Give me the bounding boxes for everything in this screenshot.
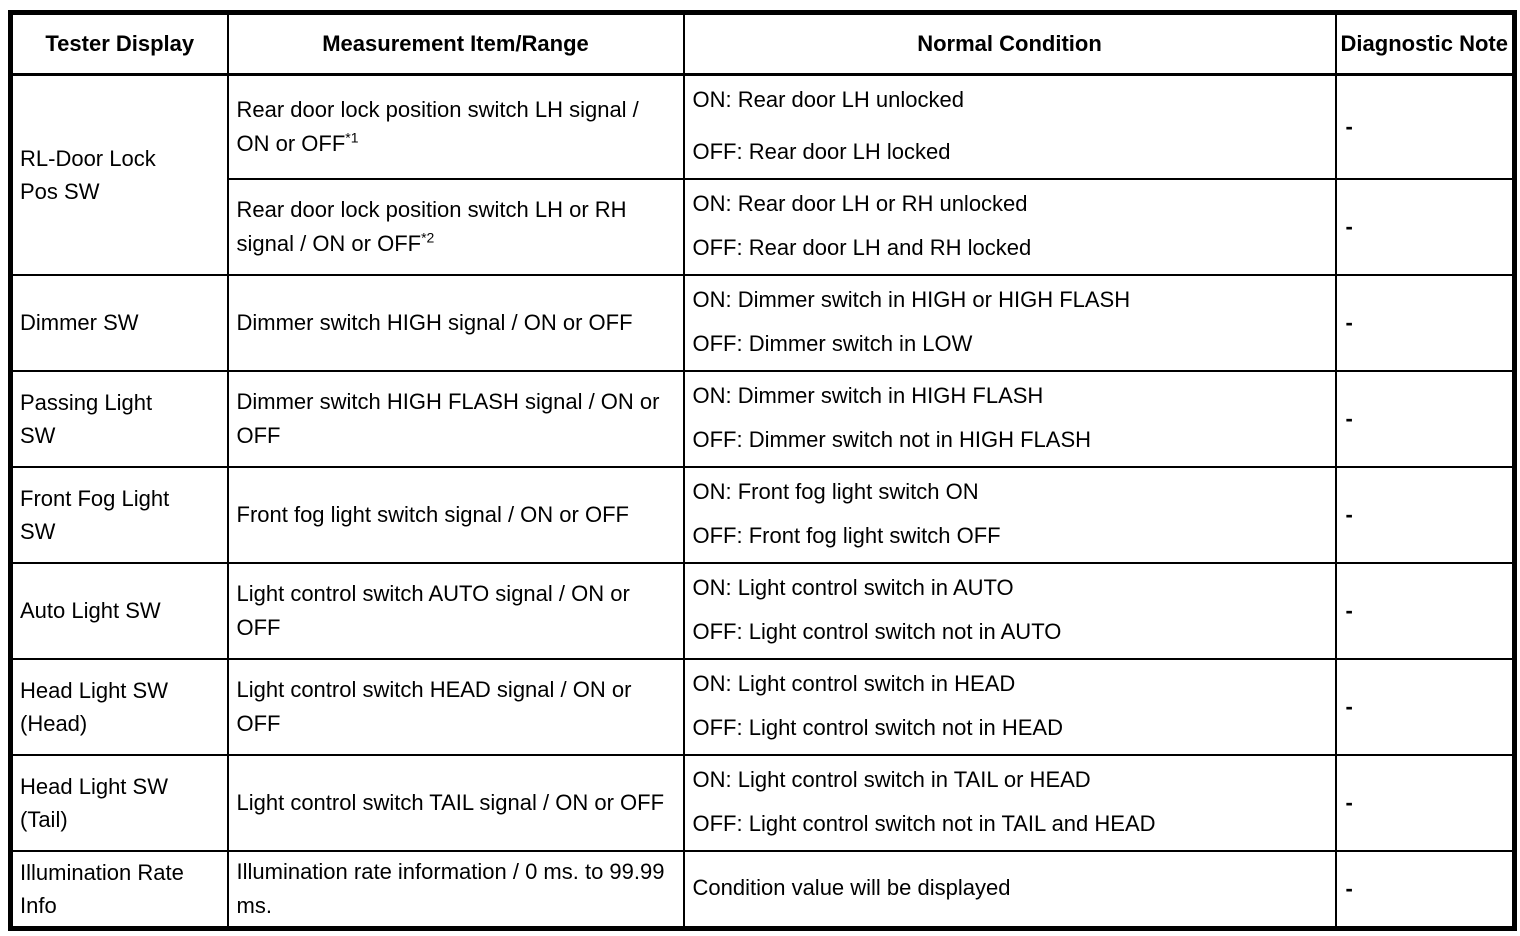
diagnostic-note-cell: -: [1334, 369, 1516, 468]
measurement-item-cell: Dimmer switch HIGH signal / ON or OFF: [226, 273, 685, 372]
column-header-measurement-item-range: Measurement Item/Range: [226, 11, 685, 76]
tester-display-cell: Head Light SW (Head): [9, 657, 229, 756]
condition-on-line: ON: Dimmer switch in HIGH or HIGH FLASH: [692, 286, 1131, 312]
measurement-item-text: Rear door lock position switch LH signal…: [236, 96, 639, 156]
footnote-marker: *2: [421, 229, 435, 246]
table-row: Front Fog Light SW Front fog light switc…: [9, 465, 1516, 564]
condition-off-line: OFF: Rear door LH and RH locked: [692, 234, 1032, 260]
condition-off-line: OFF: Rear door LH locked: [692, 138, 951, 164]
tester-display-cell: Head Light SW (Tail): [9, 753, 229, 852]
normal-condition-cell: ON: Light control switch in AUTO OFF: Li…: [682, 561, 1337, 660]
condition-off-line: OFF: Dimmer switch in LOW: [692, 330, 973, 356]
measurement-item-cell: Front fog light switch signal / ON or OF…: [226, 465, 685, 564]
table-row: Dimmer SW Dimmer switch HIGH signal / ON…: [9, 273, 1516, 372]
condition-off-line: OFF: Front fog light switch OFF: [692, 522, 1001, 548]
measurement-item-text: Rear door lock position switch LH or RH …: [236, 196, 627, 256]
condition-on-line: ON: Rear door LH unlocked: [692, 86, 964, 112]
table-row: Passing Light SW Dimmer switch HIGH FLAS…: [9, 369, 1516, 468]
column-header-diagnostic-note: Diagnostic Note: [1334, 11, 1516, 76]
table-row: Head Light SW (Tail) Light control switc…: [9, 753, 1516, 852]
tester-display-cell: RL-Door Lock Pos SW: [9, 73, 229, 276]
measurement-item-cell: Illumination rate information / 0 ms. to…: [226, 849, 685, 930]
normal-condition-cell: ON: Rear door LH or RH unlocked OFF: Rea…: [682, 177, 1337, 276]
condition-on-line: ON: Light control switch in HEAD: [692, 670, 1016, 696]
diagnostic-note-cell: -: [1334, 753, 1516, 852]
diagnostic-note-cell: -: [1334, 657, 1516, 756]
table-row: Rear door lock position switch LH or RH …: [11, 177, 1516, 276]
normal-condition-cell: Condition value will be displayed: [682, 849, 1337, 930]
measurement-item-cell: Dimmer switch HIGH FLASH signal / ON or …: [226, 369, 685, 468]
condition-on-line: ON: Front fog light switch ON: [692, 478, 979, 504]
table-row: RL-Door Lock Pos SW Rear door lock posit…: [9, 73, 1516, 276]
diagnostic-note-cell: -: [1334, 561, 1516, 660]
diagnostic-data-list-table: Tester Display Measurement Item/Range No…: [8, 10, 1517, 931]
normal-condition-cell: ON: Light control switch in TAIL or HEAD…: [682, 753, 1337, 852]
normal-condition-cell: ON: Front fog light switch ON OFF: Front…: [682, 465, 1337, 564]
condition-on-line: ON: Light control switch in AUTO: [692, 574, 1014, 600]
normal-condition-cell: ON: Dimmer switch in HIGH or HIGH FLASH …: [682, 273, 1337, 372]
condition-off-line: OFF: Light control switch not in HEAD: [692, 714, 1063, 740]
tester-display-cell: Front Fog Light SW: [9, 465, 229, 564]
condition-on-line: ON: Rear door LH or RH unlocked: [692, 190, 1028, 216]
column-header-tester-display: Tester Display: [9, 11, 229, 76]
tester-display-cell: Illumination Rate Info: [9, 849, 229, 930]
diagnostic-note-cell: -: [1334, 273, 1516, 372]
condition-off-line: OFF: Light control switch not in AUTO: [692, 618, 1062, 644]
measurement-item-cell: Light control switch HEAD signal / ON or…: [226, 657, 685, 756]
diagnostic-note-cell: -: [1334, 465, 1516, 564]
tester-display-cell: Passing Light SW: [9, 369, 229, 468]
column-header-normal-condition: Normal Condition: [682, 11, 1337, 76]
header-row: Tester Display Measurement Item/Range No…: [9, 11, 1516, 76]
measurement-item-cell: Rear door lock position switch LH or RH …: [226, 177, 685, 276]
tester-display-cell: Auto Light SW: [9, 561, 229, 660]
table-row: Head Light SW (Head) Light control switc…: [9, 657, 1516, 756]
measurement-item-cell: Light control switch AUTO signal / ON or…: [226, 561, 685, 660]
normal-condition-cell: ON: Dimmer switch in HIGH FLASH OFF: Dim…: [682, 369, 1337, 468]
diagnostic-note-cell: -: [1334, 177, 1516, 276]
footnote-marker: *1: [345, 129, 359, 146]
normal-condition-cell: ON: Light control switch in HEAD OFF: Li…: [682, 657, 1337, 756]
table-row: Auto Light SW Light control switch AUTO …: [9, 561, 1516, 660]
table-row: Illumination Rate Info Illumination rate…: [9, 849, 1516, 930]
condition-on-line: ON: Dimmer switch in HIGH FLASH: [692, 382, 1044, 408]
measurement-item-cell: Rear door lock position switch LH signal…: [226, 73, 685, 180]
diagnostic-note-cell: -: [1334, 849, 1516, 930]
diagnostic-note-cell: -: [1334, 73, 1516, 180]
condition-off-line: OFF: Light control switch not in TAIL an…: [692, 810, 1156, 836]
normal-condition-cell: ON: Rear door LH unlocked OFF: Rear door…: [682, 73, 1337, 180]
tester-display-cell: Dimmer SW: [9, 273, 229, 372]
condition-value-line: Condition value will be displayed: [692, 874, 1011, 900]
condition-off-line: OFF: Dimmer switch not in HIGH FLASH: [692, 426, 1092, 452]
condition-on-line: ON: Light control switch in TAIL or HEAD: [692, 766, 1091, 792]
measurement-item-cell: Light control switch TAIL signal / ON or…: [226, 753, 685, 852]
